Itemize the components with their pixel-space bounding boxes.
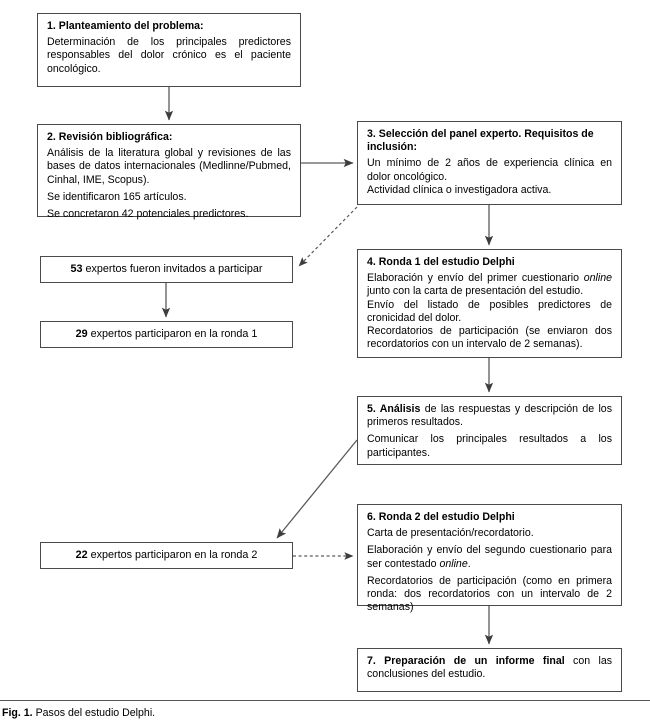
participants-box-round2: 22 expertos participaron en la ronda 2 — [40, 542, 293, 569]
step-5-number: 5. — [367, 403, 376, 415]
participants-invited-text: 53 expertos fueron invitados a participa… — [70, 263, 262, 276]
step-1-body: Determinación de los principales predict… — [47, 36, 291, 75]
step-7-line: 7. Preparación de un informe final con l… — [367, 655, 612, 681]
step-4-body-3: Recordatorios de participación (se envia… — [367, 325, 612, 351]
step-box-6: 6. Ronda 2 del estudio Delphi Carta de p… — [357, 504, 622, 613]
step-6-body-2-post: . — [467, 557, 471, 570]
step-2-body-3: Se concretaron 42 potenciales predictore… — [47, 208, 249, 221]
step-3-body-1: Un mínimo de 2 años de experiencia clíni… — [367, 157, 612, 183]
step-5-heading-line: 5. Análisis de las respuestas y descripc… — [367, 403, 612, 429]
participants-round1-label: expertos participaron en la ronda 1 — [87, 327, 258, 340]
participants-box-round1: 29 expertos participaron en la ronda 1 — [40, 321, 293, 348]
step-2-body-1: Análisis de la literatura global y revis… — [47, 147, 291, 186]
participants-invited-line: 53 expertos fueron invitados a participa… — [49, 257, 284, 282]
figure-caption-label: Fig. 1. — [2, 707, 33, 719]
participants-box-invited: 53 expertos fueron invitados a participa… — [40, 256, 293, 283]
step-6-heading: 6. Ronda 2 del estudio Delphi — [367, 511, 515, 523]
participants-round2-label: expertos participaron en la ronda 2 — [87, 548, 258, 561]
step-4-body-1-pre: Elaboración y envío del primer cuestiona… — [367, 272, 584, 285]
step-5-heading-word: Análisis — [375, 403, 421, 415]
participants-round1-count: 29 — [75, 327, 88, 340]
step-6-body-1: Carta de presentación/recordatorio. — [367, 527, 534, 540]
participants-round2-text: 22 expertos participaron en la ronda 2 — [76, 549, 258, 562]
participants-round2-line: 22 expertos participaron en la ronda 2 — [49, 543, 284, 568]
participants-round2-count: 22 — [75, 548, 88, 561]
step-box-4: 4. Ronda 1 del estudio Delphi Elaboració… — [357, 249, 622, 358]
step-7-heading-bold: 7. Preparación de un informe final — [367, 655, 565, 667]
step-box-2: 2. Revisión bibliográfica: Análisis de l… — [37, 124, 301, 220]
step-box-7: 7. Preparación de un informe final con l… — [357, 648, 622, 692]
figure-caption: Fig. 1. Pasos del estudio Delphi. — [2, 706, 155, 720]
step-6-body-3: Recordatorios de participación (como en … — [367, 574, 612, 614]
step-4-heading: 4. Ronda 1 del estudio Delphi — [367, 256, 515, 268]
step-box-1: 1. Planteamiento del problema: Determina… — [37, 13, 301, 87]
step-3-body-2: Actividad clínica o investigadora activa… — [367, 183, 552, 196]
step-4-body-1-post: junto con la carta de presentación del e… — [367, 285, 584, 298]
step-6-body-2-pre: Elaboración y envío del segundo cuestion… — [367, 544, 612, 570]
step-box-3: 3. Selección del panel experto. Requisit… — [357, 121, 622, 205]
step-7-heading-rest: con las conclusiones del estudio. — [367, 655, 613, 681]
step-1-heading: 1. Planteamiento del problema: — [47, 20, 204, 32]
step-box-5: 5. Análisis de las respuestas y descripc… — [357, 396, 622, 465]
connector-box5-to-box22 — [276, 439, 358, 539]
participants-round1-text: 29 expertos participaron en la ronda 1 — [76, 328, 258, 341]
step-3-heading: 3. Selección del panel experto. Requisit… — [367, 128, 594, 154]
step-2-body-2: Se identificaron 165 artículos. — [47, 190, 187, 203]
step-5-heading-rest: de las respuestas y descripción de los p… — [367, 403, 612, 429]
participants-invited-count: 53 — [70, 262, 83, 275]
step-5-body-2: Comunicar los principales resultados a l… — [367, 433, 612, 459]
step-2-heading: 2. Revisión bibliográfica: — [47, 131, 173, 143]
figure-caption-text: Pasos del estudio Delphi. — [35, 707, 156, 719]
step-6-online-emphasis: online — [439, 557, 468, 570]
participants-round1-line: 29 expertos participaron en la ronda 1 — [49, 322, 284, 347]
step-4-online-emphasis: online — [583, 272, 612, 285]
caption-divider — [0, 700, 650, 702]
connector-box3-to-box53 — [298, 206, 358, 267]
step-6-body-2: Elaboración y envío del segundo cuestion… — [367, 544, 612, 570]
step-4-body-1: Elaboración y envío del primer cuestiona… — [367, 272, 612, 298]
step-4-body-2: Envío del listado de posibles predictore… — [367, 298, 612, 324]
participants-invited-label: expertos fueron invitados a participar — [82, 262, 263, 275]
